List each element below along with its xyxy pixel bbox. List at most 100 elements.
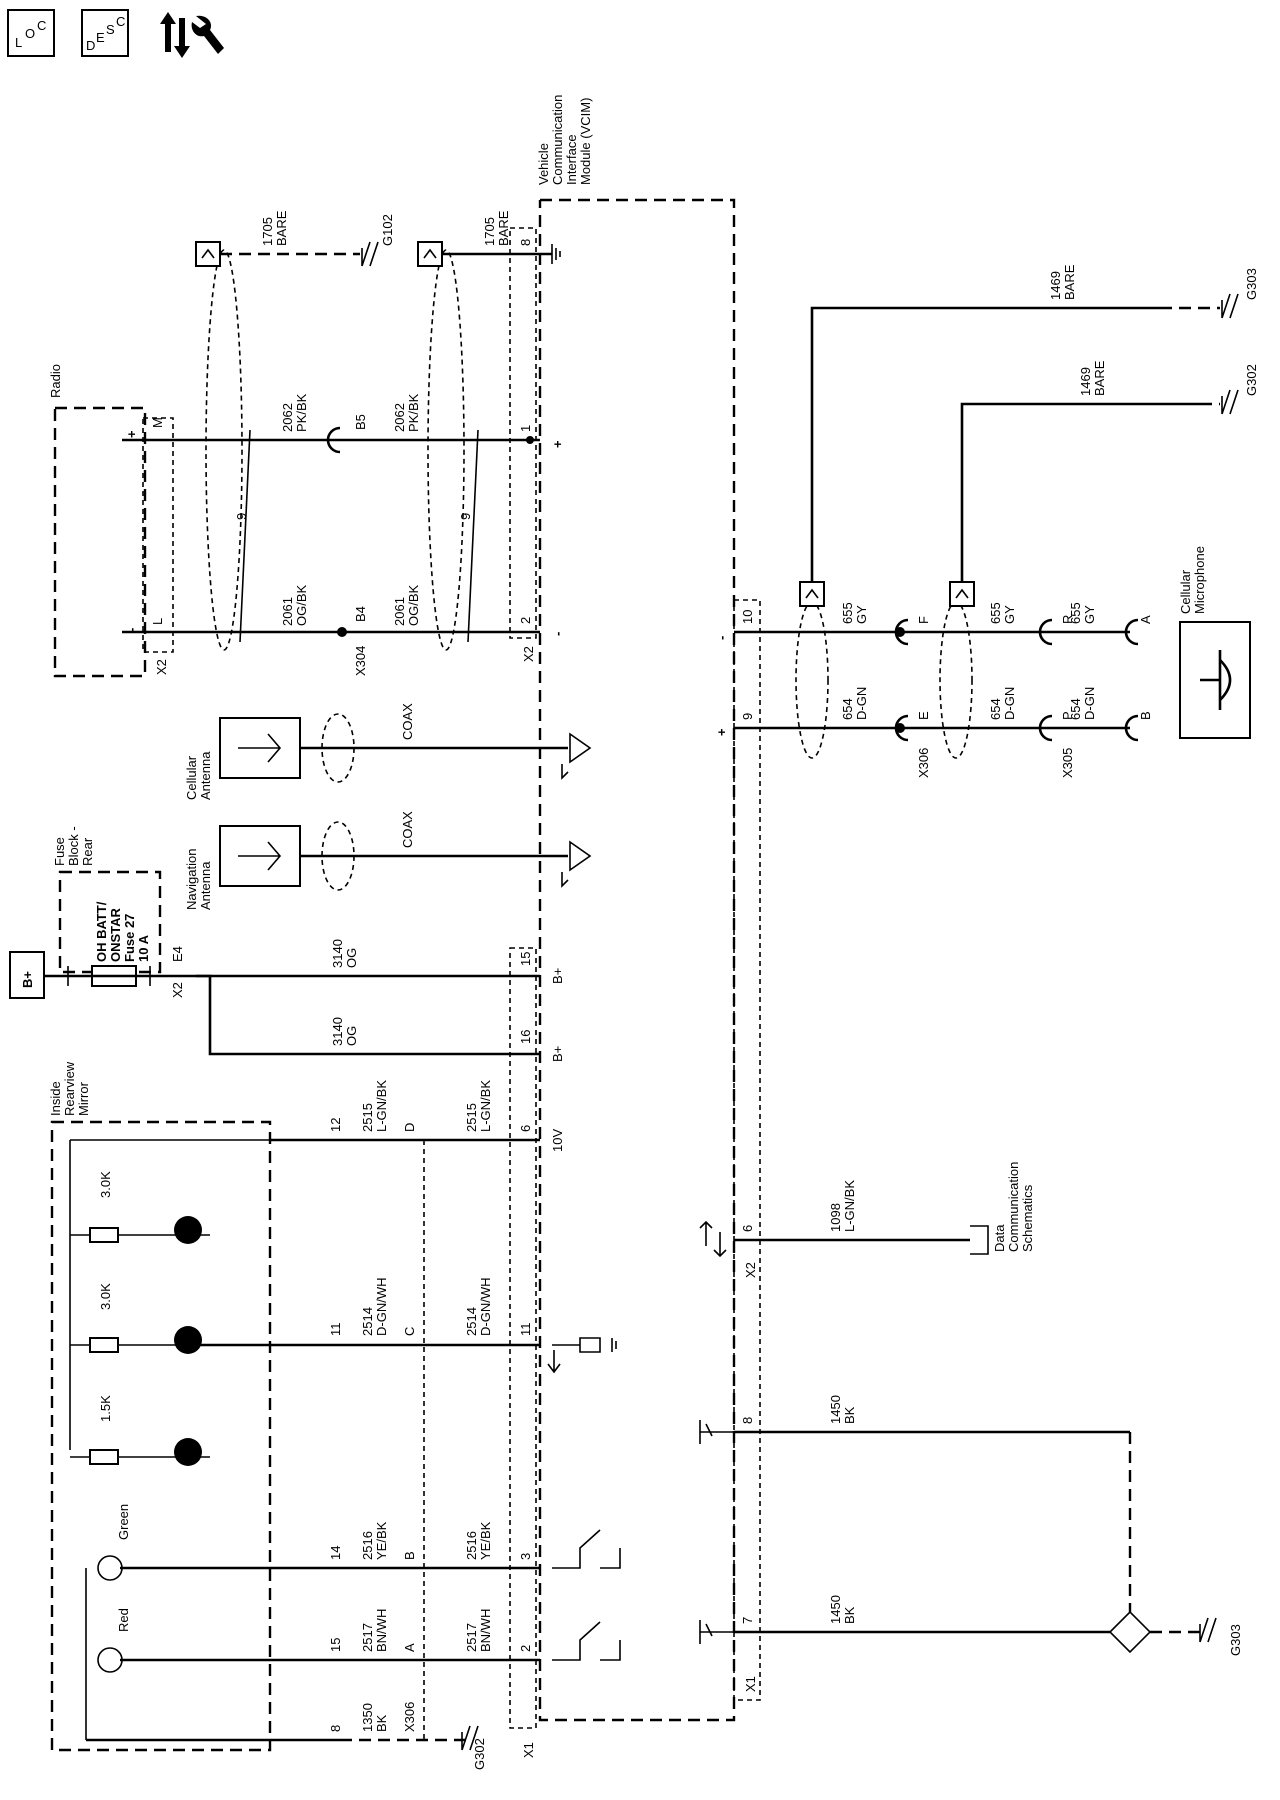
desc-letter-1: D — [86, 38, 95, 53]
ground-g102: G102 — [380, 214, 395, 246]
loc-letter-3: C — [37, 18, 46, 33]
vcim-x1-circuits: 1098L-GN/BK DataCommunicationSchematics … — [699, 264, 1259, 1656]
wire-655-a: 655GY — [840, 602, 869, 624]
vcim-pin-6b: 6 — [740, 1225, 755, 1232]
vcim-module: Vehicle Communication Interface Module (… — [509, 91, 761, 1758]
mirror-led-green: Green — [116, 1504, 131, 1540]
coax-nav: COAX — [400, 811, 415, 848]
inside-rearview-mirror: InsideRearviewMirror 3.0K 3.0K 1.5K Gree… — [48, 1061, 320, 1752]
mirror-pin-14: 14 — [328, 1546, 343, 1560]
mirror-resistor-1: 3.0K — [98, 1171, 113, 1198]
radio-pin-l: L — [150, 618, 165, 625]
wire-2515-right: 2515L-GN/BK — [464, 1080, 493, 1132]
wire-2516-right: 2516YE/BK — [464, 1521, 493, 1560]
wire-655-b: 655GY — [988, 602, 1017, 624]
vcim-pin-11: 11 — [518, 1323, 533, 1337]
vcim-x1-right: X1 — [743, 1676, 758, 1692]
vcim-pin-3: 3 — [518, 1553, 533, 1560]
wire-3140-a: 3140OG — [330, 939, 359, 968]
vcim-x1-lower: X1 — [521, 1742, 536, 1758]
vcim-pin-6a: 6 — [518, 1125, 533, 1132]
vcim-pin-15: 15 — [518, 952, 533, 966]
vcim-pin-2a: 2 — [518, 617, 533, 624]
ground-g302-left: G302 — [472, 1738, 487, 1770]
desc-letter-3: S — [106, 22, 115, 37]
mic-pin-a: A — [1138, 615, 1153, 624]
vcim-bplus-1: B+ — [550, 968, 565, 984]
x306-pin-e: E — [916, 711, 931, 720]
vcim-pin-16: 16 — [518, 1030, 533, 1044]
fuse-label: OH BATT/ONSTARFuse 2710 A — [94, 901, 151, 962]
loc-icon[interactable]: L O C — [7, 9, 55, 57]
radio-plus: + — [124, 430, 139, 438]
twist-label-2: 9 — [458, 513, 473, 520]
x304-pin-b4: B4 — [353, 606, 368, 622]
mirror-resistor-2: 3.0K — [98, 1283, 113, 1310]
wire-655-c: 655GY — [1068, 602, 1097, 624]
mirror-resistor-3: 1.5K — [98, 1395, 113, 1422]
fuse-block: FuseBlock -Rear OH BATT/ONSTARFuse 2710 … — [9, 826, 565, 1062]
desc-letter-4: C — [116, 14, 125, 29]
mirror-pin-12: 12 — [328, 1118, 343, 1132]
wire-1705-right: 1705BARE — [482, 210, 511, 246]
radio-x2-label: X2 — [154, 659, 169, 675]
mic-plus: + — [714, 728, 729, 736]
vcim-pin-8a: 8 — [518, 239, 533, 246]
wire-1450-a: 1450BK — [828, 1395, 857, 1424]
wire-1450-b: 1450BK — [828, 1595, 857, 1624]
mirror-pin-15: 15 — [328, 1638, 343, 1652]
vcim-pin-2b: 2 — [518, 1645, 533, 1652]
vcim-minus: - — [550, 632, 565, 636]
wire-2515-left: 2515L-GN/BK — [360, 1080, 389, 1132]
bplus-source: B+ — [20, 971, 35, 988]
wire-2061-left: 2061OG/BK — [280, 584, 309, 626]
radio-label: Radio — [48, 364, 63, 398]
radio-minus: - — [124, 628, 139, 632]
microphone-label: CellularMicrophone — [1178, 546, 1207, 614]
mirror-pin-11: 11 — [328, 1323, 343, 1337]
vcim-pin-9: 9 — [740, 713, 755, 720]
wire-654-b: 654D-GN — [988, 687, 1017, 720]
fuse-pin-e4: E4 — [170, 946, 185, 962]
x306-pin-f: F — [916, 616, 931, 624]
x305-pin-r: R — [1060, 615, 1075, 624]
ground-g303-lower: G303 — [1228, 1624, 1243, 1656]
radio-wires: 9 9 2062PK/BK 2062PK/BK 2061OG/BK 2061OG… — [122, 249, 565, 676]
x304-label: X304 — [353, 646, 368, 676]
vcim-pin-10: 10 — [740, 610, 755, 624]
wire-1469-a: 1469BARE — [1048, 264, 1077, 300]
vcim-x2-right: X2 — [743, 1262, 758, 1278]
desc-icon[interactable]: D E S C — [81, 9, 129, 57]
coax-cell: COAX — [400, 703, 415, 740]
antennas: CellularAntenna COAX NavigationAntenna C… — [184, 703, 592, 910]
loc-letter-1: L — [15, 35, 22, 50]
wire-2517-right: 2517BN/WH — [464, 1609, 493, 1652]
data-comm-label: DataCommunicationSchematics — [992, 1162, 1035, 1252]
nav-antenna-label: NavigationAntenna — [184, 849, 213, 910]
x305-label: X305 — [1060, 748, 1075, 778]
radio: Radio X2 M L + - — [48, 364, 174, 678]
mirror-wires: 12 11 14 15 8 2515L-GN/BK 2514D-GN/WH 25… — [86, 1080, 621, 1770]
x306-pin-a: A — [402, 1643, 417, 1652]
wire-2062-left: 2062PK/BK — [280, 393, 309, 432]
wire-1350: 1350BK — [360, 1703, 389, 1732]
wire-654-a: 654D-GN — [840, 687, 869, 720]
vcim-x2-upper: X2 — [521, 646, 536, 662]
vcim-10v: 10V — [550, 1129, 565, 1152]
x306-pin-c: C — [402, 1327, 417, 1336]
vcim-label: Vehicle Communication Interface Module (… — [536, 91, 593, 185]
vcim-pin-8b: 8 — [740, 1417, 755, 1424]
x306-pin-d: D — [402, 1123, 417, 1132]
wire-1705-left: 1705BARE — [260, 210, 289, 246]
x305-pin-p: P — [1060, 711, 1075, 720]
twist-label-1: 9 — [234, 513, 249, 520]
wire-1098: 1098L-GN/BK — [828, 1180, 857, 1232]
mic-minus: - — [714, 636, 729, 640]
vcim-plus: + — [550, 440, 565, 448]
wrench-arrows-icon[interactable] — [160, 12, 224, 58]
wire-2062-right: 2062PK/BK — [392, 393, 421, 432]
loc-letter-2: O — [25, 26, 35, 41]
wire-2061-right: 2061OG/BK — [392, 584, 421, 626]
desc-letter-2: E — [96, 30, 105, 45]
